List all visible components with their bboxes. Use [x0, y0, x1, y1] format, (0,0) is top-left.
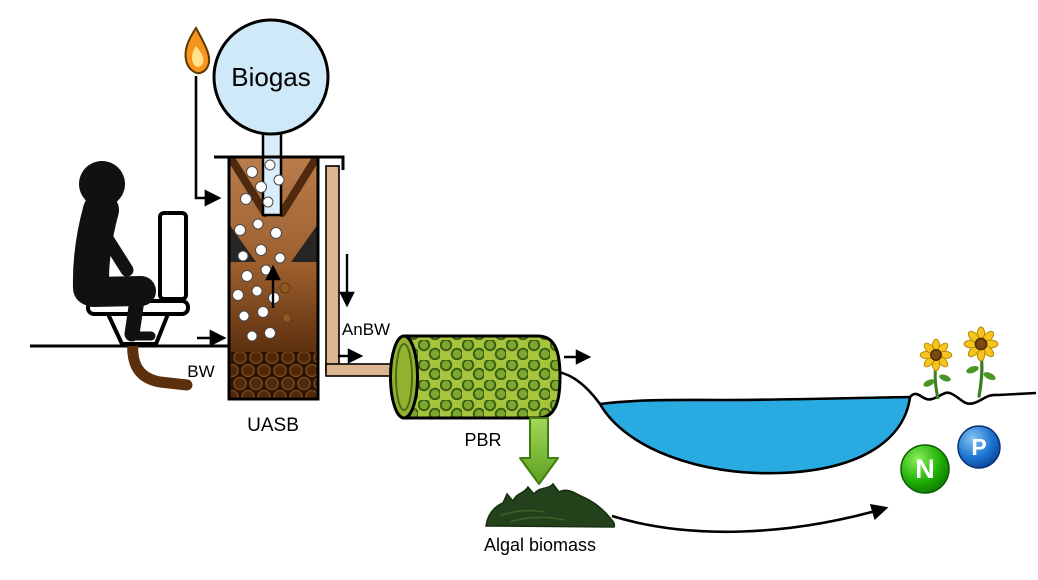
biogas-flare-line	[194, 76, 222, 207]
pond	[598, 395, 912, 475]
uasb-wall-outline	[227, 155, 320, 401]
separator-baffle-right	[291, 224, 318, 262]
balloon-circle	[212, 18, 330, 136]
gas-funnel-right	[278, 156, 319, 217]
rising-granule	[279, 282, 291, 294]
harvest-arrow	[519, 417, 559, 485]
blackwater-label: BW	[187, 362, 214, 381]
sunflower-leaf	[923, 379, 935, 387]
biogas-label: Biogas	[231, 62, 311, 92]
phosphorus-sphere: P	[957, 425, 1001, 469]
algal-biomass-pile	[485, 482, 616, 528]
phosphorus-label: P	[971, 434, 986, 460]
person-torso	[72, 192, 119, 306]
downcomer-pipe	[325, 165, 340, 373]
sunflower-leaf	[966, 365, 979, 374]
biogas-balloon: Biogas	[212, 18, 330, 136]
terrain-line	[557, 370, 1037, 405]
nutrient-recycle-arrow	[611, 503, 889, 533]
person-arm	[96, 225, 134, 277]
blackwater-pipe	[127, 334, 193, 391]
sunflower-center	[930, 349, 942, 361]
effluent-pipe	[325, 165, 407, 377]
pbr-photobioreactor	[389, 334, 562, 420]
uasb-label: UASB	[247, 415, 299, 436]
rising-granule	[282, 313, 292, 323]
flame-icon	[184, 26, 211, 75]
sunflower-leaf	[939, 374, 951, 382]
phosphorus-circle	[957, 425, 1001, 469]
sunflower-icon	[919, 338, 953, 400]
anbw-label: AnBW	[342, 320, 390, 339]
uasb-reactor	[214, 116, 345, 401]
algal-biomass-label: Algal biomass	[484, 535, 596, 555]
sunflower-center	[974, 337, 988, 351]
nitrogen-label: N	[915, 454, 935, 484]
algae-pile-texture	[499, 509, 566, 523]
person-on-toilet-icon	[72, 161, 156, 342]
sludge-bed	[231, 352, 317, 398]
toilet-tank	[158, 211, 188, 301]
sunflower-icon	[963, 326, 999, 398]
gas-funnel-left	[228, 156, 269, 217]
nitrogen-sphere: N	[900, 444, 950, 494]
flame-inner	[192, 46, 204, 67]
pbr-left-cap	[389, 334, 419, 420]
sunflower-leaf	[983, 372, 996, 381]
uasb-rim-right	[318, 155, 345, 170]
pbr-left-cap-ring	[395, 343, 413, 411]
nitrogen-circle	[900, 444, 950, 494]
pbr-cylinder	[402, 334, 562, 420]
pbr-label: PBR	[464, 430, 501, 450]
algae-pile-shape	[485, 482, 616, 528]
person-shin	[124, 285, 146, 342]
